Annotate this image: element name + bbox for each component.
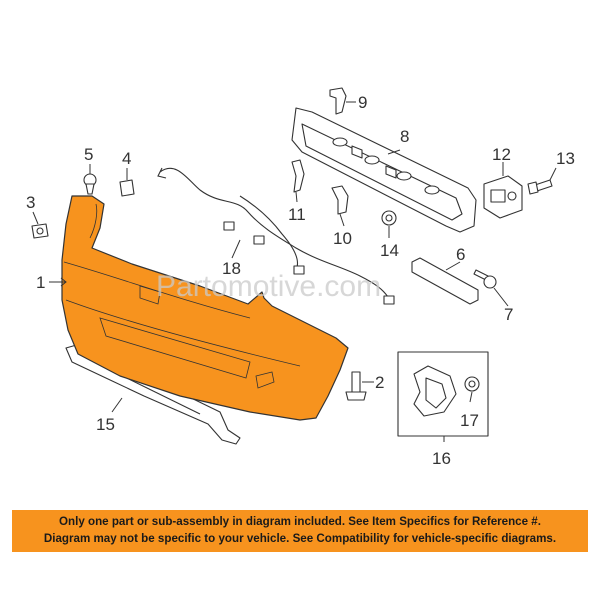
disclaimer-banner: Only one part or sub-assembly in diagram… [12, 510, 588, 552]
callout-7: 7 [504, 305, 513, 324]
callout-3: 3 [26, 193, 35, 212]
bracket-strip-part-6 [411, 257, 479, 305]
mounting-bracket-part-12 [483, 175, 523, 219]
callout-11: 11 [288, 205, 306, 224]
disclaimer-line-1: Only one part or sub-assembly in diagram… [59, 515, 541, 528]
callout-17: 17 [460, 411, 479, 430]
socket-part-17 [464, 376, 480, 392]
callout-10: 10 [333, 229, 352, 248]
callout-1: 1 [36, 273, 45, 292]
callout-15: 15 [96, 415, 115, 434]
bolt-part-13 [527, 179, 553, 195]
bolt-part-7 [473, 269, 497, 289]
push-clip-part-5 [83, 173, 97, 195]
bolt-part-2 [345, 371, 367, 401]
callout-8: 8 [400, 127, 409, 146]
reflector-assembly-part-16 [397, 351, 489, 437]
callout-6: 6 [456, 245, 465, 264]
wiring-harness-part-18 [157, 167, 395, 305]
reinforcement-beam [291, 107, 477, 233]
callout-16: 16 [432, 449, 451, 468]
callout-4: 4 [122, 149, 131, 168]
callout-9: 9 [358, 93, 367, 112]
side-bracket-part-11 [291, 159, 305, 193]
bumper-cover-part-1 [61, 195, 349, 421]
disclaimer-line-2: Diagram may not be specific to your vehi… [43, 532, 557, 545]
clip-part-14 [381, 210, 397, 226]
screw-part-3 [31, 223, 49, 239]
leader-lines [32, 101, 557, 442]
callout-13: 13 [556, 149, 575, 168]
callout-5: 5 [84, 145, 93, 164]
watermark-text: Partomotive.com [156, 270, 381, 303]
callout-14: 14 [380, 241, 399, 260]
callout-12: 12 [492, 145, 511, 164]
clip-part-4 [119, 179, 135, 197]
callout-2: 2 [375, 373, 384, 392]
bracket-part-9 [329, 87, 347, 115]
side-bracket-part-10 [331, 185, 349, 215]
callout-18: 18 [222, 259, 241, 278]
